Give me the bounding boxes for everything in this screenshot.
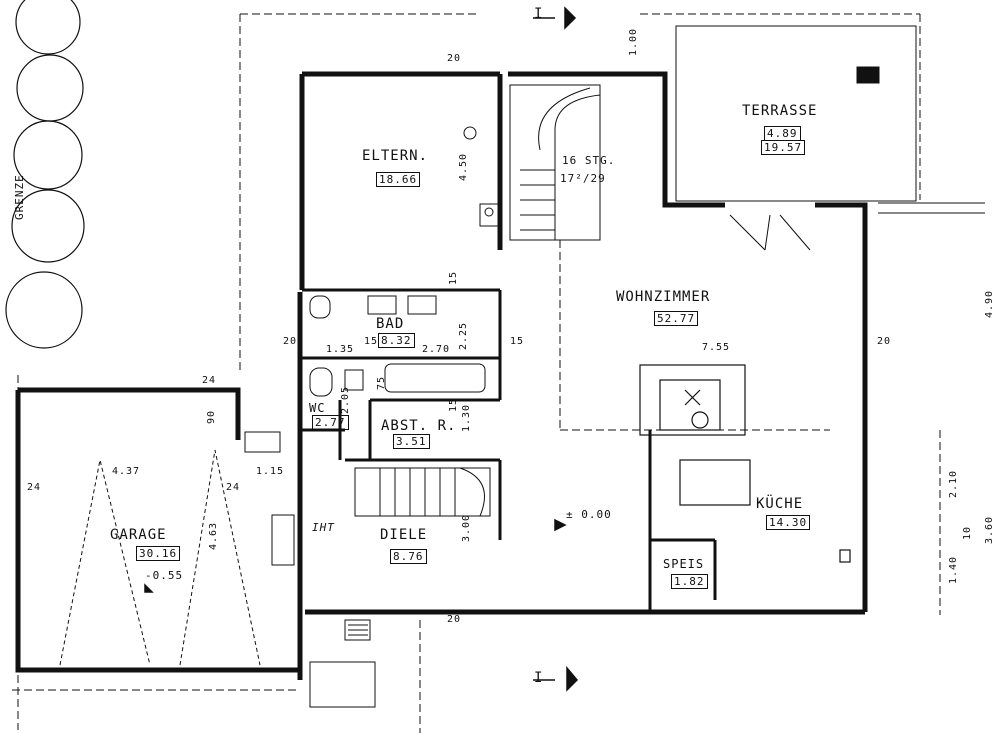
stairs-lower xyxy=(354,467,491,517)
level-zero-label: ± 0.00 xyxy=(566,508,612,521)
room-garage-name: GARAGE xyxy=(110,527,167,543)
terrace xyxy=(675,25,985,251)
room-garage-area: 30.16 xyxy=(136,546,181,561)
room-wc-name: WC xyxy=(309,401,326,415)
exterior-walls xyxy=(15,71,868,680)
room-wohnzimmer-area: 52.77 xyxy=(654,311,699,326)
room-terrasse-area1: 4.89 xyxy=(764,126,801,141)
room-terrasse-area2: 19.57 xyxy=(761,140,806,155)
dim-24-a: 24 xyxy=(202,375,217,386)
boundary-lines xyxy=(12,13,941,733)
room-kueche-area: 14.30 xyxy=(766,515,811,530)
dim-2-10: 2.10 xyxy=(948,469,959,498)
room-kueche-name: KÜCHE xyxy=(756,496,804,512)
room-diele-area: 8.76 xyxy=(390,549,427,564)
dim-2-70: 2.70 xyxy=(422,344,451,355)
dim-20-left: 20 xyxy=(283,336,298,347)
dim-1-35: 1.35 xyxy=(326,344,355,355)
dim-2-05: 2.05 xyxy=(340,385,351,414)
section-mark-bottom: I xyxy=(534,670,544,686)
stairs-upper xyxy=(509,84,601,241)
dim-75: 75 xyxy=(376,375,387,390)
dim-20-top: 20 xyxy=(447,53,462,64)
stairs-count-label: 16 STG. xyxy=(562,154,616,167)
room-eltern-name: ELTERN. xyxy=(362,148,429,164)
garage-hatching xyxy=(59,449,261,666)
dim-3-60: 3.60 xyxy=(984,515,995,544)
dim-4-90: 4.90 xyxy=(984,289,995,318)
room-terrasse-name: TERRASSE xyxy=(742,103,818,119)
entrance-detail xyxy=(244,431,376,708)
room-diele-name: DIELE xyxy=(380,527,428,543)
dim-24-b: 24 xyxy=(27,482,42,493)
room-eltern-area: 18.66 xyxy=(376,172,421,187)
room-speis-name: SPEIS xyxy=(663,557,705,571)
dim-1-00: 1.00 xyxy=(628,27,639,56)
dim-20-right: 20 xyxy=(877,336,892,347)
dim-15-b: 15 xyxy=(510,336,525,347)
section-mark-top: I xyxy=(534,6,544,22)
dim-20-bottom: 20 xyxy=(447,614,462,625)
dim-1-30: 1.30 xyxy=(461,403,472,432)
dim-10: 10 xyxy=(962,525,973,540)
room-speis-area: 1.82 xyxy=(671,574,708,589)
boundary-trees xyxy=(5,0,85,349)
room-wc-area: 2.77 xyxy=(312,415,349,430)
stairs-ratio-label: 17²/29 xyxy=(560,172,606,185)
dim-90: 90 xyxy=(206,409,217,424)
boundary-label: GRENZE xyxy=(13,174,26,220)
section-markers xyxy=(144,6,579,692)
bathroom-fixtures xyxy=(309,126,499,397)
room-wohnzimmer-name: WOHNZIMMER xyxy=(616,289,711,305)
dim-15-e: 15 xyxy=(448,397,459,412)
dim-3-00: 3.00 xyxy=(461,513,472,542)
entrance-label: IHT xyxy=(312,521,335,534)
room-abstr-area: 3.51 xyxy=(393,434,430,449)
dim-2-25: 2.25 xyxy=(458,321,469,350)
dim-24-c: 24 xyxy=(226,482,241,493)
dim-15-a: 15 xyxy=(448,270,459,285)
room-abstr-name: ABST. R. xyxy=(381,418,457,434)
kitchen-fixtures xyxy=(639,364,851,563)
dim-4-50: 4.50 xyxy=(458,152,469,181)
dim-4-63: 4.63 xyxy=(208,521,219,550)
dim-1-40: 1.40 xyxy=(948,555,959,584)
dim-15-c: 15 xyxy=(364,336,379,347)
dim-1-15: 1.15 xyxy=(256,466,285,477)
interior-walls xyxy=(300,288,717,612)
dim-7-55: 7.55 xyxy=(702,342,731,353)
room-bad-name: BAD xyxy=(376,316,405,332)
room-garage-level: -0.55 xyxy=(145,569,184,582)
dim-4-37: 4.37 xyxy=(112,466,141,477)
room-bad-area: 8.32 xyxy=(378,333,415,348)
